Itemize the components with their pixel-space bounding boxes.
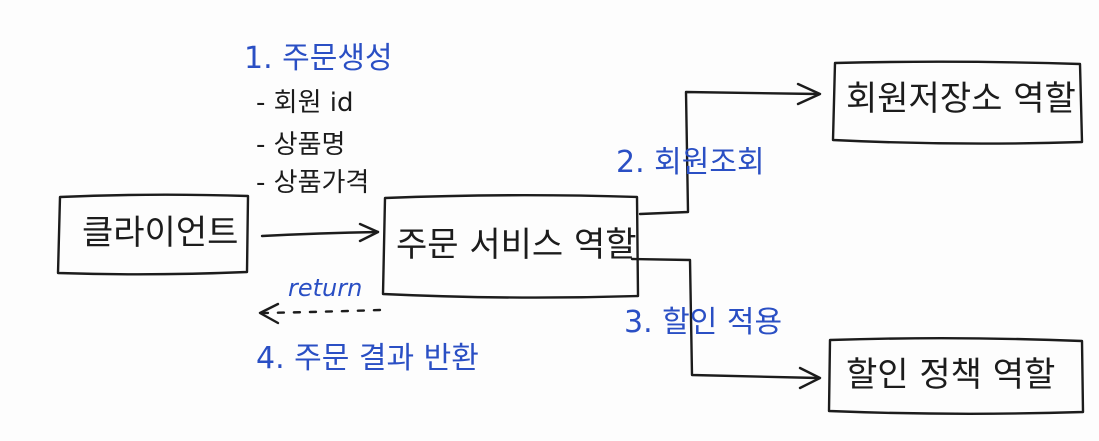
member-repo-box (831, 60, 1084, 145)
request-arrow (260, 230, 380, 238)
order-service-label: 주문 서비스 역할 (396, 225, 637, 265)
request-arrowhead (358, 222, 380, 243)
discount-arrow (630, 257, 820, 380)
param-member-id: - 회원 id (256, 88, 354, 118)
client-label: 클라이언트 (82, 213, 239, 253)
step-return-result: 4. 주문 결과 반환 (256, 341, 479, 376)
return-arrow (260, 308, 382, 315)
param-product-price: - 상품가격 (256, 168, 370, 198)
param-product-name: - 상품명 (256, 130, 346, 160)
step-apply-discount: 3. 할인 적용 (624, 305, 783, 340)
client-box (56, 193, 250, 276)
order-service-box (381, 194, 640, 299)
member-lookup-arrowhead (796, 82, 822, 106)
step-create-order: 1. 주문생성 (244, 41, 393, 76)
member-repo-label: 회원저장소 역할 (846, 79, 1076, 119)
discount-policy-box (827, 337, 1085, 415)
step-member-lookup: 2. 회원조회 (616, 145, 765, 180)
return-arrowhead (258, 302, 280, 325)
discount-arrowhead (798, 366, 822, 390)
member-lookup-arrow (638, 90, 820, 216)
return-label: return (288, 274, 363, 302)
discount-policy-label: 할인 정책 역할 (846, 355, 1056, 395)
